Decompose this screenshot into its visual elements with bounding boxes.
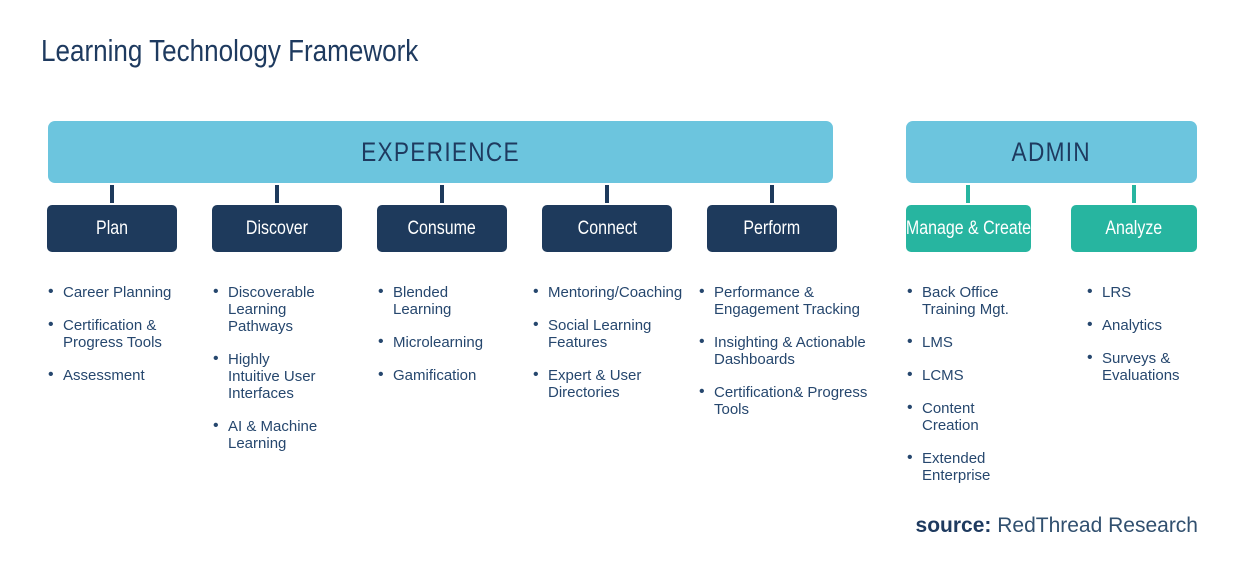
list-item: Certification& Progress Tools <box>699 383 871 418</box>
node-perform: Perform <box>707 205 837 252</box>
admin-header-label: ADMIN <box>1011 136 1092 167</box>
plan-feature-list: Career Planning Certification & Progress… <box>48 283 173 400</box>
list-item: Back Office Training Mgt. <box>907 283 1032 318</box>
node-consume: Consume <box>377 205 507 252</box>
node-connect: Connect <box>542 205 672 252</box>
node-discover-label: Discover <box>245 217 309 239</box>
list-item: Mentoring/Coaching <box>533 283 683 301</box>
list-item: Content Creation <box>907 399 1032 434</box>
node-manage-create: Manage & Create <box>906 205 1031 252</box>
connector-line-consume <box>440 185 444 203</box>
list-item: Surveys & Evaluations <box>1087 349 1202 384</box>
list-item: Social Learning Features <box>533 316 683 351</box>
page-title-text: Learning Technology Framework <box>41 33 419 68</box>
connector-line-perform <box>770 185 774 203</box>
node-plan: Plan <box>47 205 177 252</box>
manage-create-feature-list: Back Office Training Mgt. LMS LCMS Conte… <box>907 283 1032 500</box>
source-value: RedThread Research <box>997 514 1198 537</box>
list-item: Highly Intuitive User Interfaces <box>213 350 321 402</box>
node-perform-label: Perform <box>743 217 801 239</box>
list-item: Analytics <box>1087 316 1202 334</box>
connector-line-connect <box>605 185 609 203</box>
analyze-feature-list: LRS Analytics Surveys & Evaluations <box>1087 283 1202 400</box>
experience-header-label: EXPERIENCE <box>361 136 520 167</box>
connect-feature-list: Mentoring/Coaching Social Learning Featu… <box>533 283 683 417</box>
consume-feature-list: Blended Learning Microlearning Gamificat… <box>378 283 488 400</box>
node-connect-label: Connect <box>577 217 637 239</box>
list-item: Career Planning <box>48 283 173 301</box>
perform-feature-list: Performance & Engagement Tracking Insigh… <box>699 283 871 434</box>
node-plan-label: Plan <box>96 217 128 239</box>
discover-feature-list: Discoverable Learning Pathways Highly In… <box>213 283 321 468</box>
node-consume-label: Consume <box>407 217 477 239</box>
node-analyze: Analyze <box>1071 205 1197 252</box>
list-item: LRS <box>1087 283 1202 301</box>
node-discover: Discover <box>212 205 342 252</box>
connector-line-discover <box>275 185 279 203</box>
list-item: Insighting & Actionable Dashboards <box>699 333 871 368</box>
connector-line-analyze <box>1132 185 1136 203</box>
list-item: Expert & User Directories <box>533 366 683 401</box>
list-item: Certification & Progress Tools <box>48 316 173 351</box>
list-item: Assessment <box>48 366 173 384</box>
list-item: Extended Enterprise <box>907 449 1032 484</box>
source-label: source: <box>915 514 992 537</box>
source-attribution: source: RedThread Research <box>916 514 1198 538</box>
list-item: LMS <box>907 333 1032 351</box>
page-title: Learning Technology Framework <box>41 33 490 69</box>
node-analyze-label: Analyze <box>1105 217 1163 239</box>
list-item: LCMS <box>907 366 1032 384</box>
list-item: Discoverable Learning Pathways <box>213 283 321 335</box>
node-manage-create-label: Manage & Create <box>905 217 1032 239</box>
admin-header-bar: ADMIN <box>906 121 1197 183</box>
list-item: Gamification <box>378 366 488 384</box>
list-item: Blended Learning <box>378 283 488 318</box>
list-item: AI & Machine Learning <box>213 417 321 452</box>
connector-line-manage-create <box>966 185 970 203</box>
connector-line-plan <box>110 185 114 203</box>
list-item: Microlearning <box>378 333 488 351</box>
list-item: Performance & Engagement Tracking <box>699 283 871 318</box>
experience-header-bar: EXPERIENCE <box>48 121 833 183</box>
